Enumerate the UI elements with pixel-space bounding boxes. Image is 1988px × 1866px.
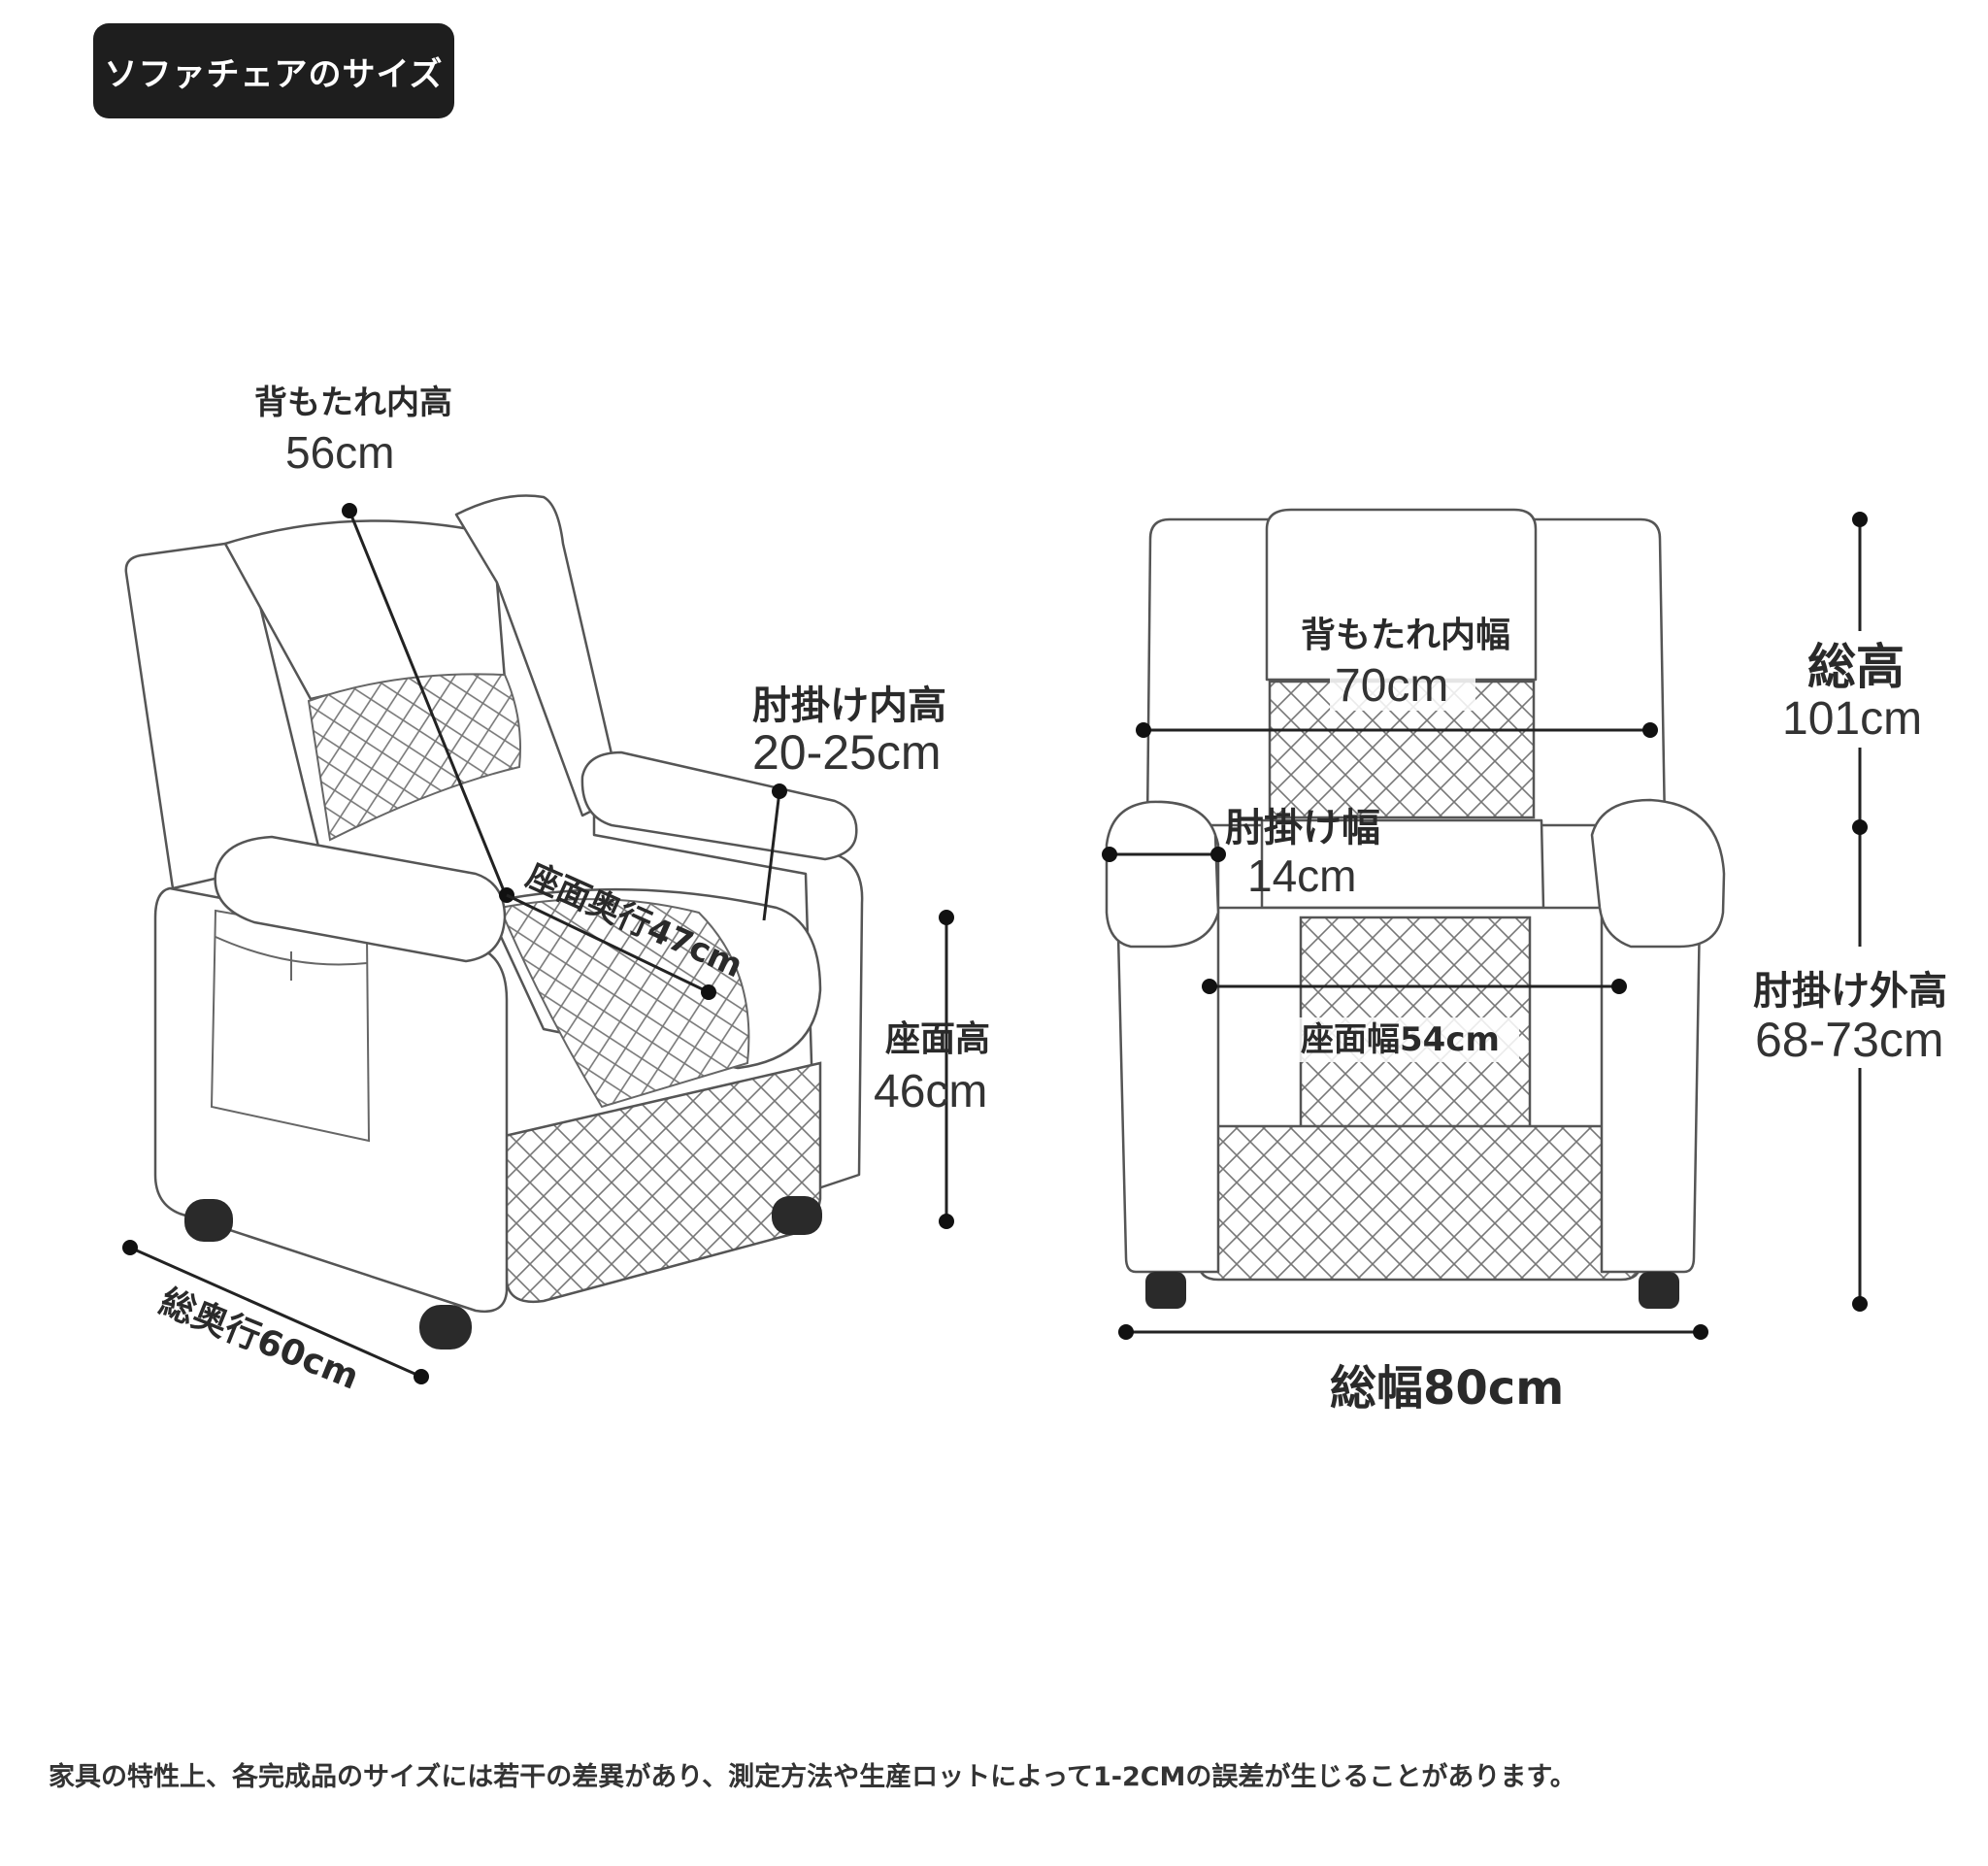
title-badge: ソファチェアのサイズ xyxy=(93,23,454,118)
armrest-inner-height-label: 肘掛け内高 xyxy=(752,683,946,728)
seat-height-dimension xyxy=(939,910,954,1229)
back-inner-height-value: 56cm xyxy=(285,427,394,478)
total-depth-dimension xyxy=(122,1240,429,1384)
total-depth-label: 総奥行60cm xyxy=(154,1282,365,1397)
back-inner-width-dimension xyxy=(1136,722,1658,738)
side-view-chair xyxy=(124,494,864,1350)
total-height-label: 総高 xyxy=(1807,639,1905,695)
seat-depth-dimension xyxy=(506,893,716,1000)
total-width-dimension xyxy=(1118,1324,1708,1340)
seat-height-label: 座面高 xyxy=(885,1019,990,1059)
armrest-outer-height-label: 肘掛け外高 xyxy=(1753,969,1947,1014)
seat-width-label: 座面幅54cm xyxy=(1301,1020,1500,1059)
seat-height-value: 46cm xyxy=(874,1066,987,1117)
total-width-label: 総幅80cm xyxy=(1330,1361,1564,1416)
footnote: 家具の特性上、各完成品のサイズには若干の差異があり、測定方法や生産ロットによって… xyxy=(49,1762,1576,1792)
armrest-width-dimension xyxy=(1102,847,1226,862)
seat-width-dimension xyxy=(1202,979,1627,994)
armrest-outer-height-value: 68-73cm xyxy=(1755,1013,1944,1067)
total-height-value: 101cm xyxy=(1782,693,1922,745)
back-inner-height-label: 背もたれ内高 xyxy=(254,383,452,422)
back-inner-width-label: 背もたれ内幅 xyxy=(1301,616,1510,655)
armrest-width-value: 14cm xyxy=(1247,850,1356,901)
total-height-dimension xyxy=(1852,512,1868,1312)
armrest-width-label: 肘掛け幅 xyxy=(1225,806,1380,850)
armrest-inner-height-value: 20-25cm xyxy=(752,725,942,780)
back-inner-width-value: 70cm xyxy=(1335,660,1448,712)
page-title: ソファチェアのサイズ xyxy=(104,54,444,94)
armrest-inner-height-dimension xyxy=(762,783,787,921)
